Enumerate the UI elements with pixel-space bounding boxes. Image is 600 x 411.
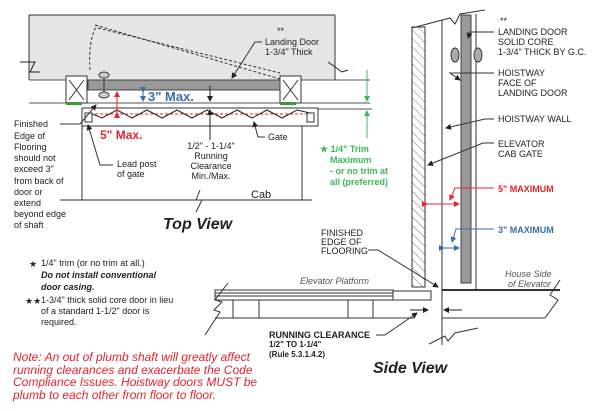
svg-text:exceed 3": exceed 3" <box>14 164 54 174</box>
svg-text:- or no trim at: - or no trim at <box>330 166 388 176</box>
landing-door-label: Landing Door <box>265 37 319 47</box>
door-stars: ** <box>500 16 508 26</box>
three-max-label: 3" MAXIMUM <box>498 225 554 235</box>
top-view: ** Landing Door 1-3/4" Thick 3" Max. 5" … <box>14 14 388 233</box>
gate <box>81 107 319 127</box>
plumb-note: Note: An out of plumb shaft will greatly… <box>12 350 257 402</box>
svg-text:Do not install conventional: Do not install conventional <box>41 270 157 280</box>
elevator-platform <box>214 289 394 301</box>
gate-label: Gate <box>268 132 288 142</box>
break-left <box>20 61 40 73</box>
finished-edge-label: FLOORING <box>321 246 368 256</box>
door-swing <box>94 24 281 80</box>
svg-text:1-3/4" thick solid core door i: 1-3/4" thick solid core door in lieu <box>41 295 173 305</box>
svg-text:running clearances and exacerb: running clearances and exacerbate the Co… <box>13 363 253 377</box>
top-view-title: Top View <box>163 216 234 233</box>
double-star-icon: ★★ <box>25 296 41 306</box>
door-knob-icon <box>450 47 460 63</box>
door-knob-icon <box>98 71 110 79</box>
platform-label: Elevator Platform <box>300 276 370 286</box>
running-clearance-label: RUNNING CLEARANCE <box>269 330 370 340</box>
svg-text:of shaft: of shaft <box>14 220 44 230</box>
svg-text:Edge of: Edge of <box>14 131 46 141</box>
hoistway-wall-label: HOISTWAY WALL <box>498 114 572 124</box>
running-clearance-label: 1/2" TO 1-1/4" <box>269 340 322 349</box>
landing-door-label: LANDING DOOR <box>498 27 568 37</box>
svg-text:should not: should not <box>14 153 56 163</box>
hoistway-face-label: FACE OF <box>498 78 537 88</box>
svg-text:door or: door or <box>14 187 43 197</box>
finished-edge-note: Finished Edge of Flooring should not exc… <box>14 119 66 230</box>
cab-gate <box>411 26 426 288</box>
shaft-area <box>29 15 335 80</box>
svg-text:from back of: from back of <box>14 176 64 186</box>
house-side-label: of Elevator <box>508 279 552 289</box>
svg-text:Note: An out of plumb shaft wi: Note: An out of plumb shaft will greatly… <box>13 350 251 364</box>
svg-text:of a standard 1-1/2" door is: of a standard 1-1/2" door is <box>41 306 150 316</box>
five-max-label: 5" Max. <box>100 128 142 142</box>
cab-gate-label: CAB GATE <box>498 149 543 159</box>
lead-post-label: of gate <box>117 169 145 179</box>
svg-text:all (preferred): all (preferred) <box>330 177 388 187</box>
star-icon: ★ <box>29 259 37 269</box>
cab-label: Cab <box>251 189 271 201</box>
break-right <box>327 61 349 73</box>
lead-post-label: Lead post <box>117 159 157 169</box>
running-clearance-label: 1/2" - 1-1/4" Running Clearance Min./Max… <box>187 141 234 181</box>
svg-text:1/4" trim (or no trim at all.): 1/4" trim (or no trim at all.) <box>41 258 145 268</box>
side-view-title: Side View <box>373 360 449 377</box>
cab-gate-label: ELEVATOR <box>498 139 545 149</box>
svg-text:Maximum: Maximum <box>330 155 372 165</box>
svg-text:door casing.: door casing. <box>41 282 95 292</box>
side-view: ** LANDING DOOR SOLID CORE 1-3/4" THICK … <box>204 9 586 377</box>
legend: ★ 1/4" trim (or no trim at all.) Do not … <box>25 258 173 327</box>
svg-text:extend: extend <box>14 198 41 208</box>
finished-edge-label: FINISHED <box>321 228 364 238</box>
svg-text:required.: required. <box>41 317 77 327</box>
house-side-label: House Side <box>505 269 552 279</box>
landing-door-label: 1-3/4" Thick <box>265 47 313 57</box>
finished-edge-label: EDGE OF <box>321 237 362 247</box>
svg-text:Clearance: Clearance <box>190 161 231 171</box>
svg-text:Compliance Issues. Hoistway do: Compliance Issues. Hoistway doors MUST b… <box>13 375 257 389</box>
landing-door <box>87 79 281 91</box>
landing-door <box>460 14 472 284</box>
svg-text:plumb to each other from floor: plumb to each other from floor to floor. <box>12 388 216 402</box>
running-clearance-label: (Rule 5.3.1.4.2) <box>269 350 325 359</box>
svg-text:Finished: Finished <box>14 119 48 129</box>
svg-text:Min./Max.: Min./Max. <box>191 171 230 181</box>
svg-text:Running: Running <box>194 151 228 161</box>
trim-note: ★ 1/4" Trim Maximum - or no trim at all … <box>320 144 388 187</box>
cab-walls <box>81 126 303 200</box>
svg-text:beyond edge: beyond edge <box>14 209 66 219</box>
svg-text:1/2" - 1-1/4": 1/2" - 1-1/4" <box>187 141 234 151</box>
landing-door-label: 1-3/4" THICK BY G.C. <box>498 47 586 57</box>
svg-text:Flooring: Flooring <box>14 142 47 152</box>
five-max-label: 5" MAXIMUM <box>498 184 554 194</box>
svg-text:★ 1/4" Trim: ★ 1/4" Trim <box>320 144 369 154</box>
gate-zigzag <box>89 109 311 119</box>
three-max-label: 3" Max. <box>148 89 194 104</box>
door-stars: ** <box>277 26 285 36</box>
hoistway-face-label: HOISTWAY <box>498 68 545 78</box>
hoistway-face-label: LANDING DOOR <box>498 88 568 98</box>
landing-door-label: SOLID CORE <box>498 37 554 47</box>
